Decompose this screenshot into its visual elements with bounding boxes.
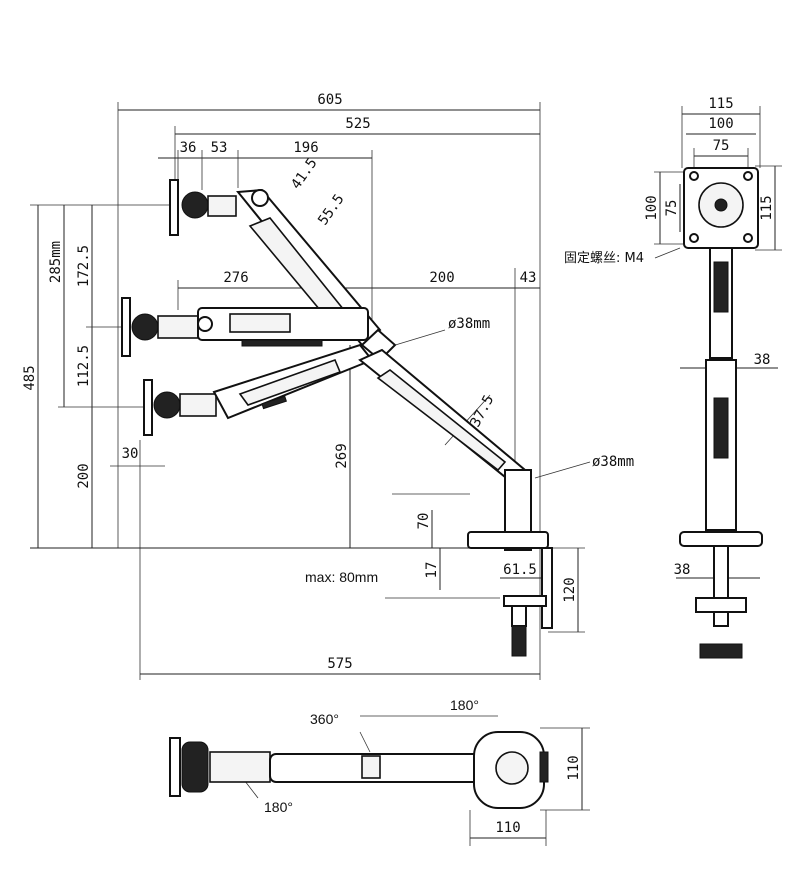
side-h-75: 75 [664, 200, 680, 217]
dim-605: 605 [317, 92, 342, 108]
side-clamp-38: 38 [674, 562, 691, 578]
arm-lower-position [143, 343, 374, 436]
main-dimension-lines [30, 102, 591, 680]
dim-120: 120 [562, 577, 578, 602]
top-view-lines [237, 715, 590, 846]
base-110-h: 110 [566, 755, 582, 780]
dim-37-5: 37.5 [467, 393, 497, 430]
dim-196: 196 [293, 140, 318, 156]
dim-dia-38-lower: ø38mm [592, 454, 634, 470]
side-w-100: 100 [708, 116, 733, 132]
dim-525: 525 [345, 116, 370, 132]
dim-41-5: 41.5 [288, 155, 320, 192]
dim-70: 70 [416, 513, 432, 530]
dim-485: 485 [22, 365, 38, 390]
dim-200-left: 200 [76, 463, 92, 488]
dim-30: 30 [122, 446, 139, 462]
side-w-75: 75 [713, 138, 730, 154]
dim-61-5: 61.5 [503, 562, 537, 578]
front-view-parts [679, 167, 763, 659]
dim-285: 285mm [48, 241, 64, 283]
dim-172-5: 172.5 [76, 245, 92, 287]
top-view-parts [169, 731, 549, 809]
side-pole-38: 38 [754, 352, 771, 368]
base-110-w: 110 [495, 820, 520, 836]
side-h-100: 100 [644, 195, 660, 220]
front-view-text: 115 100 75 100 75 115 固定螺丝: M4 38 38 [564, 96, 775, 578]
dim-dia-38-upper: ø38mm [448, 316, 490, 332]
dim-276: 276 [223, 270, 248, 286]
screw-label: 固定螺丝: M4 [564, 251, 644, 266]
dim-55-5: 55.5 [315, 191, 347, 228]
side-h-115: 115 [759, 195, 775, 220]
dim-112-5: 112.5 [76, 345, 92, 387]
dim-200-mid: 200 [429, 270, 454, 286]
rotation-180-bottom: 180° [264, 799, 293, 815]
rotation-360: 360° [310, 711, 339, 727]
arm-lower-link-and-pole [358, 328, 553, 657]
max-clamp-label: max: 80mm [305, 569, 378, 585]
dim-43: 43 [520, 270, 537, 286]
arm-middle-position [121, 297, 369, 357]
top-view-text: 360° 180° 180° 110 110 [264, 697, 582, 836]
dim-36: 36 [180, 140, 197, 156]
dim-53: 53 [211, 140, 228, 156]
dim-269: 269 [334, 443, 350, 468]
dim-17: 17 [424, 562, 440, 579]
rotation-180-top: 180° [450, 697, 479, 713]
side-w-115: 115 [708, 96, 733, 112]
dim-575: 575 [327, 656, 352, 672]
